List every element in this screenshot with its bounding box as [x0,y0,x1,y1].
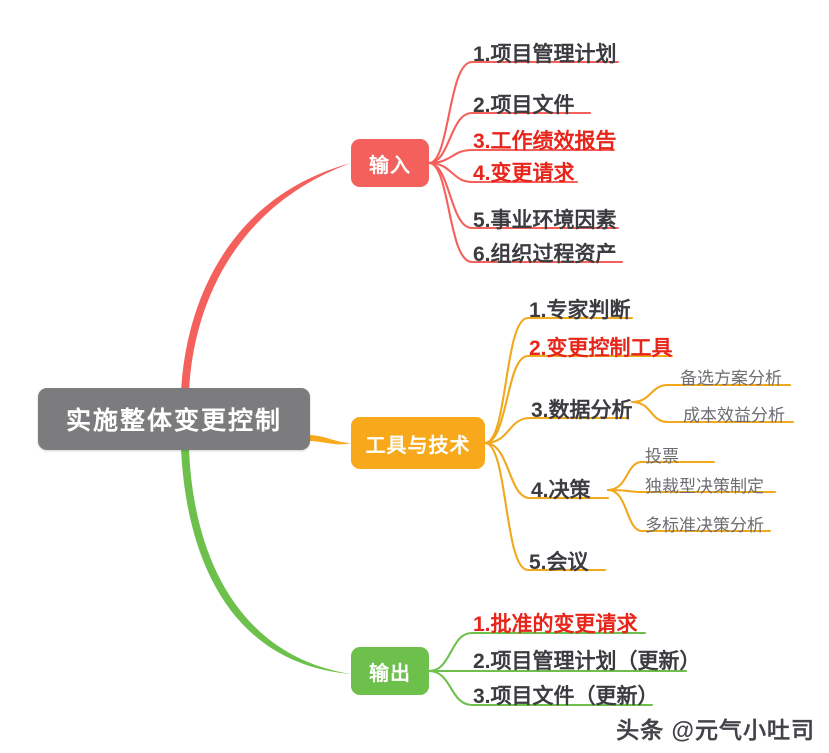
root-node[interactable]: 实施整体变更控制 [38,388,310,450]
input-item-5[interactable]: 5.事业环境因素 [473,209,617,232]
decision-child-1[interactable]: 投票 [645,447,679,466]
branch-node-input[interactable]: 输入 [351,139,429,187]
branch-node-input-label: 输入 [369,154,411,177]
input-item-1[interactable]: 1.项目管理计划 [473,43,617,66]
branch-node-output[interactable]: 输出 [351,647,429,695]
spine-tools [308,435,351,445]
tools-item-5[interactable]: 5.会议 [529,551,589,574]
input-item-2[interactable]: 2.项目文件 [473,94,575,117]
tools-item-1[interactable]: 1.专家判断 [529,299,631,322]
data-analysis-child-2[interactable]: 成本效益分析 [683,406,785,425]
output-item-2[interactable]: 2.项目管理计划（更新） [473,650,701,673]
input-item-6[interactable]: 6.组织过程资产 [473,243,617,266]
spine-input [181,163,351,392]
spine-output [181,448,351,674]
output-item-1[interactable]: 1.批准的变更请求 [473,613,638,636]
decision-child-2[interactable]: 独裁型决策制定 [645,477,764,496]
watermark: 头条 @元气小吐司 [616,717,815,743]
tools-item-3[interactable]: 3.数据分析 [531,399,633,422]
branch-node-tools-label: 工具与技术 [365,434,471,457]
input-item-3[interactable]: 3.工作绩效报告 [473,130,617,153]
decision-child-3[interactable]: 多标准决策分析 [645,516,764,535]
branch-node-output-label: 输出 [369,662,411,685]
data-analysis-child-1[interactable]: 备选方案分析 [680,369,782,388]
branch-node-tools[interactable]: 工具与技术 [351,417,485,469]
tools-item-2[interactable]: 2.变更控制工具 [529,337,673,360]
tools-item-4[interactable]: 4.决策 [531,479,591,502]
input-item-4[interactable]: 4.变更请求 [473,162,575,185]
output-item-3[interactable]: 3.项目文件（更新） [473,685,659,708]
root-node-label: 实施整体变更控制 [65,407,282,435]
